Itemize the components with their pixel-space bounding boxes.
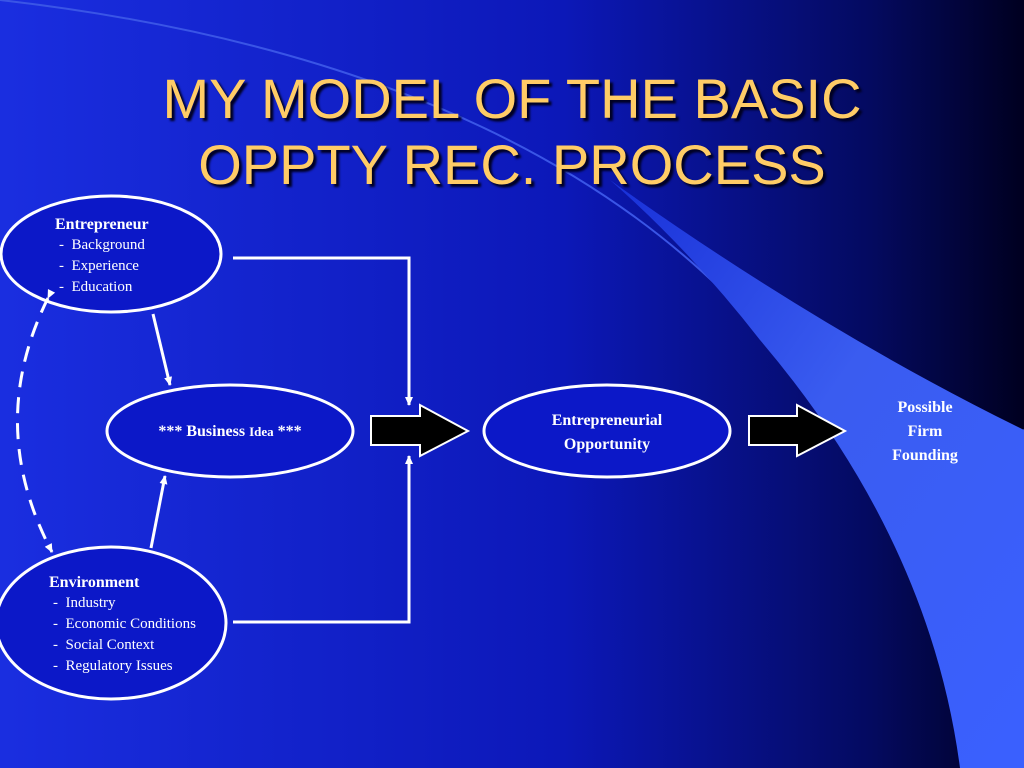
item-bullet: -: [59, 279, 64, 295]
entrepreneur-item: - Background: [55, 235, 149, 256]
business-idea-node: *** Business Idea ***: [120, 421, 340, 442]
item-bullet: -: [59, 237, 64, 253]
firm-founding-node: Possible Firm Founding: [874, 396, 976, 468]
entrepreneur-item: - Experience: [55, 256, 149, 277]
business-idea-small: Idea: [249, 424, 274, 439]
environment-connector-line: [233, 455, 413, 624]
environment-label: Environment: [49, 574, 140, 591]
entrepreneur-to-idea-arrow: [151, 313, 173, 386]
entrepreneur-ellipse: [0, 194, 223, 314]
item-text: Social Context: [65, 637, 155, 653]
item-text: Economic Conditions: [65, 616, 196, 632]
environment-node: Environment - Industry - Economic Condit…: [49, 572, 196, 677]
environment-ellipse: [0, 545, 228, 701]
business-idea-ellipse: [105, 383, 355, 479]
item-text: Experience: [71, 258, 139, 274]
item-text: Background: [71, 237, 145, 253]
opportunity-line-1: Entrepreneurial: [551, 412, 663, 429]
item-bullet: -: [53, 595, 58, 611]
block-arrow-to-opportunity: [370, 403, 471, 458]
business-idea-prefix: *** Business: [158, 423, 246, 440]
environment-item: - Social Context: [49, 635, 196, 656]
entrepreneur-node: Entrepreneur - Background - Experience -…: [55, 214, 149, 298]
item-bullet: -: [53, 637, 58, 653]
title-line-1: MY MODEL OF THE BASIC: [162, 67, 862, 130]
opportunity-line-2: Opportunity: [563, 436, 651, 453]
item-bullet: -: [53, 616, 58, 632]
item-text: Education: [71, 279, 133, 295]
item-text: Regulatory Issues: [65, 658, 173, 674]
opportunity-ellipse: [482, 383, 732, 479]
environment-item: - Regulatory Issues: [49, 656, 196, 677]
block-arrow-to-founding: [748, 403, 848, 458]
outcome-line-1: Possible: [897, 399, 953, 416]
decorative-swoosh: [610, 180, 1024, 768]
entrepreneur-connector-line: [233, 256, 413, 406]
business-idea-suffix: ***: [277, 423, 302, 440]
item-bullet: -: [53, 658, 58, 674]
environment-item: - Economic Conditions: [49, 614, 196, 635]
environment-item: - Industry: [49, 593, 196, 614]
feedback-dashed-arc: [15, 289, 56, 553]
slide-title: MY MODEL OF THE BASIC OPPTY REC. PROCESS: [0, 66, 1024, 198]
opportunity-node: Entrepreneurial Opportunity: [507, 409, 707, 457]
item-bullet: -: [59, 258, 64, 274]
entrepreneur-label: Entrepreneur: [55, 216, 149, 233]
environment-to-idea-arrow: [149, 475, 168, 549]
title-line-2: OPPTY REC. PROCESS: [198, 133, 826, 196]
entrepreneur-item: - Education: [55, 277, 149, 298]
item-text: Industry: [65, 595, 116, 611]
outcome-line-2: Firm: [907, 423, 943, 440]
outcome-line-3: Founding: [892, 447, 958, 464]
